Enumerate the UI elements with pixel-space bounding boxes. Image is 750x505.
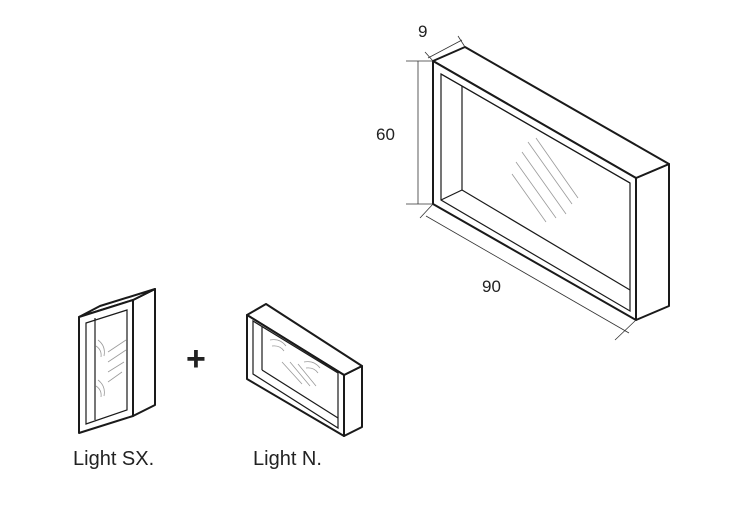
n-glass-reflection xyxy=(269,339,321,387)
plus-sign: + xyxy=(186,340,206,378)
dimension-lines xyxy=(406,35,637,341)
n-front-frame xyxy=(246,314,345,437)
large-mirror-cabinet xyxy=(432,46,670,321)
width-label: 90 xyxy=(482,277,501,296)
n-side-face xyxy=(343,365,363,437)
depth-label: 9 xyxy=(418,22,427,41)
light-sx-caption: Light SX. xyxy=(73,448,154,470)
light-sx-cabinet xyxy=(78,288,156,434)
sx-glass-reflection xyxy=(95,339,127,398)
sx-side-face xyxy=(132,288,156,417)
light-n-cabinet xyxy=(246,303,363,437)
light-n-caption: Light N. xyxy=(253,448,322,470)
height-label: 60 xyxy=(376,125,395,144)
glass-reflection xyxy=(511,137,579,223)
cabinet-side-face xyxy=(635,163,670,321)
sx-front-frame xyxy=(78,299,134,434)
